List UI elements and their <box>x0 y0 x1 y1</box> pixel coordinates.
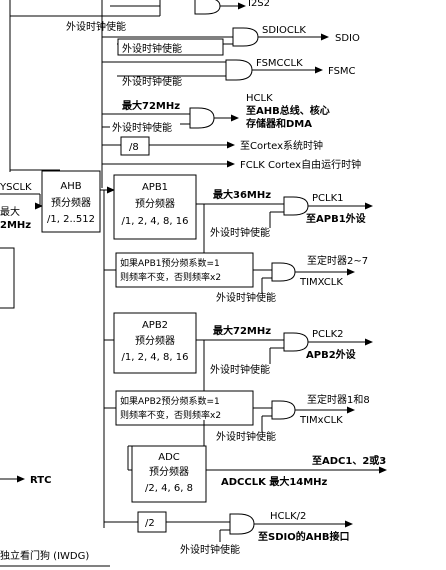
apb1-max-label: 最大36MHz <box>213 188 271 201</box>
apb2-to-label: APB2外设 <box>306 348 356 361</box>
apb1-timer-to-label: 至定时器2~7 <box>307 254 368 267</box>
fsmc-target-label: FSMC <box>328 66 356 77</box>
adc-prescaler-box <box>131 445 207 503</box>
apb2-timer-gate <box>271 400 296 420</box>
sdio-enable-label: 外设时钟使能 <box>122 42 182 55</box>
i2s2-label: I2S2 <box>248 0 270 9</box>
adc-subtitle: 预分频器 <box>149 465 189 478</box>
sdio-gate <box>232 27 259 47</box>
rtc-label: RTC <box>30 475 51 486</box>
fsmc-gate <box>225 59 253 81</box>
sysclk-label: YSCLK <box>0 182 32 193</box>
fclk-label: FCLK Cortex自由运行时钟 <box>240 158 361 171</box>
hclk-dest-line1: 至AHB总线、核心 <box>246 104 330 117</box>
apb2-ratios: /1, 2, 4, 8, 16 <box>122 352 189 363</box>
apb2-enable-label: 外设时钟使能 <box>210 363 270 376</box>
apb1-gate <box>283 196 309 216</box>
apb1-ratios: /1, 2, 4, 8, 16 <box>122 216 189 227</box>
apb1-timer-note-box <box>115 252 254 288</box>
sdio-ahb-gate <box>229 513 255 535</box>
apb2-title: APB2 <box>142 320 168 331</box>
apb2-max-label: 最大72MHz <box>213 324 271 337</box>
apb2-timer-to-label: 至定时器1和8 <box>307 393 370 406</box>
left-clock-box <box>0 247 15 309</box>
apb2-timer-clk-label: TIMxCLK <box>299 415 343 426</box>
top-peripheral-enable-label: 外设时钟使能 <box>66 20 126 33</box>
hclk-gate <box>189 107 215 129</box>
apb2-pclk-label: PCLK2 <box>312 329 344 340</box>
adc-clk-label: ADCCLK 最大14MHz <box>221 475 328 488</box>
apb1-to-label: 至APB1外设 <box>306 212 366 225</box>
apb1-prescaler-box <box>113 174 197 240</box>
hclk-name: HCLK <box>246 93 273 104</box>
iwdg-label: 独立看门狗 (IWDG) <box>0 549 89 562</box>
cortex-divider-label: /8 <box>129 142 139 153</box>
apb1-timer-gate <box>271 262 296 282</box>
ahb-prescaler-box <box>41 170 101 233</box>
hclk-max-label: 最大72MHz <box>122 99 180 112</box>
apb2-subtitle: 预分频器 <box>135 334 175 347</box>
apb1-title: APB1 <box>142 182 168 193</box>
i2s2-gate <box>194 0 221 15</box>
cortex-divider-box <box>120 136 150 156</box>
sdio-ahb-hclk2-label: HCLK/2 <box>270 511 306 522</box>
apb1-timer-clk-label: TIMXCLK <box>299 277 343 288</box>
sdio-ahb-divider-label: /2 <box>145 518 155 529</box>
apb2-gate <box>283 332 309 352</box>
apb1-timer-enable-label: 外设时钟使能 <box>216 291 276 304</box>
hclk-dest-line2: 存储器和DMA <box>246 117 312 130</box>
ahb-ratios: /1, 2..512 <box>47 214 95 225</box>
apb1-note-line1: 如果APB1预分频系数=1 <box>120 257 220 269</box>
sdio-clk-label: SDIOCLK <box>262 25 306 36</box>
apb1-subtitle: 预分频器 <box>135 197 175 210</box>
ahb-subtitle: 预分频器 <box>51 196 91 209</box>
sdio-ahb-enable-label: 外设时钟使能 <box>180 543 240 556</box>
apb2-note-line1: 如果APB2预分频系数=1 <box>120 395 220 407</box>
fsmc-clk-label: FSMCCLK <box>256 58 303 69</box>
adc-ratios: /2, 4, 6, 8 <box>145 483 193 494</box>
cortex-target-label: 至Cortex系统时钟 <box>240 139 323 152</box>
apb2-timer-note-box <box>115 390 254 426</box>
fsmc-enable-label: 外设时钟使能 <box>122 75 182 88</box>
sysclk-max-label-2: 2MHz <box>0 220 31 231</box>
hclk-enable-label: 外设时钟使能 <box>112 121 172 134</box>
adc-title: ADC <box>158 452 180 463</box>
adc-to-label: 至ADC1、2或3 <box>312 454 386 467</box>
apb1-enable-label: 外设时钟使能 <box>210 226 270 239</box>
apb1-note-line2: 则频率不变，否则频率x2 <box>120 271 221 283</box>
sdio-ahb-to-label: 至SDIO的AHB接口 <box>258 530 349 543</box>
apb2-prescaler-box <box>113 312 197 374</box>
apb2-timer-enable-label: 外设时钟使能 <box>216 430 276 443</box>
apb2-note-line2: 则频率不变，否则频率x2 <box>120 409 221 421</box>
apb1-pclk-label: PCLK1 <box>312 193 344 204</box>
sysclk-max-label-1: 最大 <box>0 205 20 218</box>
ahb-title: AHB <box>60 181 81 192</box>
sdio-target-label: SDIO <box>335 33 360 44</box>
